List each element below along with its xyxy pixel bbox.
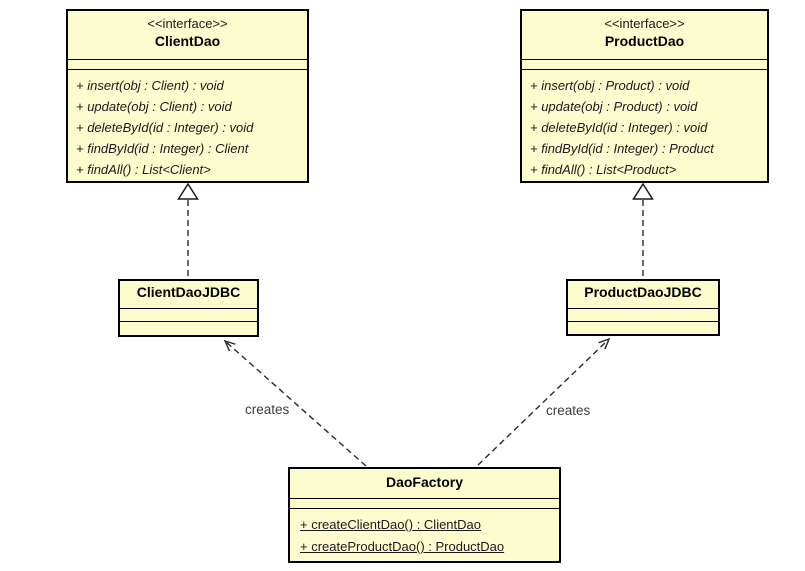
dependency-line-creates-product [477, 337, 611, 466]
method-label: + deleteById(id : Integer) : void [530, 120, 708, 135]
realization-triangle-icon [177, 182, 199, 200]
class-name: ProductDaoJDBC [584, 284, 702, 300]
creates-label-client: creates [243, 402, 292, 417]
method-label: + findById(id : Integer) : Product [530, 141, 714, 156]
attributes-compartment [522, 59, 767, 69]
class-name: ClientDao [154, 33, 221, 49]
realization-triangle-icon [632, 182, 654, 200]
class-box-productdao: <<interface>> ProductDao + insert(obj : … [520, 9, 769, 183]
method-label: + insert(obj : Client) : void [76, 78, 224, 93]
stereotype-label: <<interface>> [604, 16, 685, 31]
class-name: ClientDaoJDBC [136, 284, 241, 300]
class-box-clientdaojdbc: ClientDaoJDBC [118, 279, 259, 337]
method-label: + deleteById(id : Integer) : void [76, 120, 254, 135]
class-header: <<interface>> ProductDao [522, 11, 767, 59]
attributes-compartment [120, 308, 257, 321]
class-name: DaoFactory [385, 474, 464, 490]
class-name: ProductDao [604, 33, 685, 49]
stereotype-label: <<interface>> [147, 16, 228, 31]
method-label: + insert(obj : Product) : void [530, 78, 690, 93]
attributes-compartment [568, 308, 718, 321]
class-box-productdaojdbc: ProductDaoJDBC [566, 279, 720, 336]
operations-compartment: + insert(obj : Client) : void + update(o… [68, 69, 307, 181]
attributes-compartment [68, 59, 307, 69]
dependency-line-creates-client [223, 339, 367, 467]
class-header: ClientDaoJDBC [120, 281, 257, 308]
method-label: + update(obj : Product) : void [530, 99, 698, 114]
method-label: + update(obj : Client) : void [76, 99, 232, 114]
method-label: + findAll() : List<Client> [76, 162, 211, 177]
attributes-compartment [290, 498, 559, 508]
operations-compartment: + insert(obj : Product) : void + update(… [522, 69, 767, 181]
method-label: + createProductDao() : ProductDao [300, 539, 505, 554]
method-label: + createClientDao() : ClientDao [300, 517, 481, 532]
creates-label-product: creates [544, 403, 593, 418]
class-header: <<interface>> ClientDao [68, 11, 307, 59]
method-label: + findById(id : Integer) : Client [76, 141, 249, 156]
operations-compartment [568, 321, 718, 334]
method-label: + findAll() : List<Product> [530, 162, 677, 177]
class-header: ProductDaoJDBC [568, 281, 718, 308]
operations-compartment [120, 321, 257, 335]
class-header: DaoFactory [290, 469, 559, 498]
class-box-daofactory: DaoFactory + createClientDao() : ClientD… [288, 467, 561, 563]
operations-compartment: + createClientDao() : ClientDao + create… [290, 508, 559, 561]
class-box-clientdao: <<interface>> ClientDao + insert(obj : C… [66, 9, 309, 183]
